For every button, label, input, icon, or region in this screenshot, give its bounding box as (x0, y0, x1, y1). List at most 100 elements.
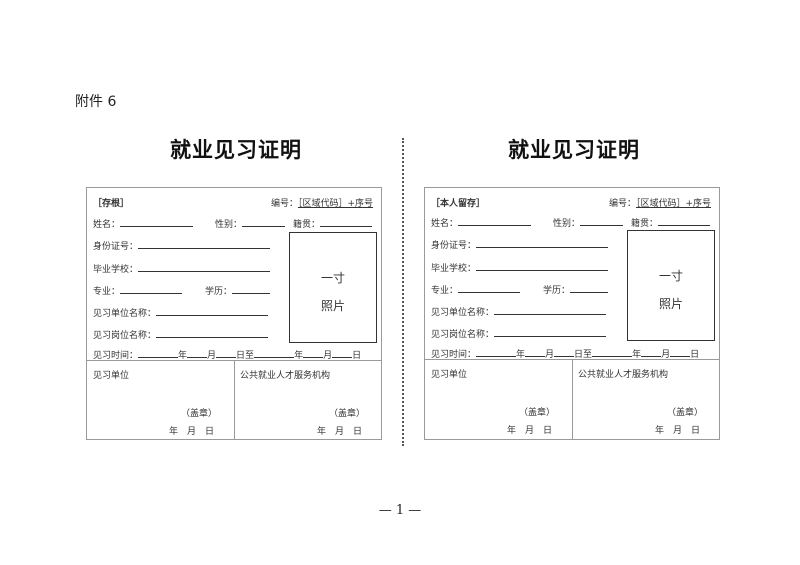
month-label: 月 (545, 350, 555, 360)
origin-blank[interactable] (658, 217, 711, 226)
unit-name-field[interactable]: 见习单位名称： (431, 305, 607, 318)
unit-name-blank[interactable] (494, 306, 607, 315)
unit-seal-label: 见习单位 (93, 371, 130, 381)
year-label: 年 (294, 351, 304, 361)
id-blank[interactable] (138, 240, 271, 249)
school-label: 毕业学校： (93, 265, 139, 275)
period-field[interactable]: 见习时间：年月日至年月日 (93, 348, 361, 361)
origin-label: 籍贯： (631, 219, 659, 229)
year-label: 年 (632, 350, 642, 360)
day-to-label: 日至 (236, 351, 255, 361)
id-field[interactable]: 身份证号： (431, 238, 609, 251)
photo-box: 一寸 照片 (289, 232, 377, 343)
unit-date: 年 月 日 (169, 427, 215, 437)
stub-label: ［存根］ (93, 199, 130, 209)
school-field[interactable]: 毕业学校： (93, 262, 271, 275)
name-label: 姓名： (93, 220, 121, 230)
certificate-title-stub: 就业见习证明 (170, 137, 302, 162)
post-name-label: 见习岗位名称： (431, 330, 495, 340)
agency-seal-label: 公共就业人才服务机构 (240, 371, 331, 381)
photo-size-label: 一寸 (658, 269, 683, 283)
page-number: — 1 — (378, 503, 422, 518)
name-field[interactable]: 姓名： (431, 216, 532, 229)
unit-date: 年 月 日 (507, 426, 553, 436)
origin-field[interactable]: 籍贯： (631, 216, 711, 229)
id-label: 身份证号： (431, 241, 477, 251)
post-name-field[interactable]: 见习岗位名称： (431, 327, 607, 340)
gender-blank[interactable] (580, 217, 624, 226)
code-field: 编号：［区域代码］+序号 (271, 196, 373, 209)
unit-seal-text: （盖章） (519, 408, 556, 418)
post-name-label: 见习岗位名称： (93, 331, 157, 341)
end-year-blank[interactable] (592, 348, 633, 357)
certificate-card-stub: ［存根］ 编号：［区域代码］+序号 姓名： 性别： 籍贯： 身份证号： 毕业学校… (86, 187, 382, 440)
start-month-blank[interactable] (187, 349, 208, 358)
agency-seal-label: 公共就业人才服务机构 (578, 370, 669, 380)
unit-name-blank[interactable] (156, 307, 269, 316)
post-name-blank[interactable] (494, 328, 607, 337)
major-blank[interactable] (458, 284, 521, 293)
code-label: 编号： (270, 199, 298, 209)
agency-seal-text: （盖章） (329, 409, 366, 419)
start-day-blank[interactable] (554, 348, 575, 357)
major-field[interactable]: 专业： (93, 284, 183, 297)
unit-seal-label: 见习单位 (431, 370, 468, 380)
education-blank[interactable] (232, 285, 271, 294)
origin-label: 籍贯： (293, 220, 321, 230)
education-field[interactable]: 学历： (205, 284, 271, 297)
month-label: 月 (207, 351, 217, 361)
education-label: 学历： (205, 287, 233, 297)
unit-name-label: 见习单位名称： (93, 309, 157, 319)
gender-blank[interactable] (242, 218, 286, 227)
gender-label: 性别： (215, 220, 243, 230)
period-field[interactable]: 见习时间：年月日至年月日 (431, 347, 699, 360)
code-field: 编号：［区域代码］+序号 (609, 196, 711, 209)
id-field[interactable]: 身份证号： (93, 239, 271, 252)
perforation-divider (402, 138, 404, 446)
school-blank[interactable] (138, 263, 271, 272)
id-label: 身份证号： (93, 242, 139, 252)
school-field[interactable]: 毕业学校： (431, 261, 609, 274)
start-day-blank[interactable] (216, 349, 237, 358)
origin-blank[interactable] (320, 218, 373, 227)
origin-field[interactable]: 籍贯： (293, 217, 373, 230)
end-year-blank[interactable] (254, 349, 295, 358)
end-day-blank[interactable] (670, 348, 691, 357)
post-name-blank[interactable] (156, 329, 269, 338)
name-blank[interactable] (120, 218, 194, 227)
gender-label: 性别： (553, 219, 581, 229)
period-label: 见习时间： (431, 350, 477, 360)
education-blank[interactable] (570, 284, 609, 293)
month-label: 月 (661, 350, 671, 360)
name-blank[interactable] (458, 217, 532, 226)
education-label: 学历： (543, 286, 571, 296)
column-separator (234, 360, 235, 439)
photo-label: 照片 (320, 299, 345, 313)
education-field[interactable]: 学历： (543, 283, 609, 296)
start-year-blank[interactable] (138, 349, 179, 358)
major-field[interactable]: 专业： (431, 283, 521, 296)
gender-field[interactable]: 性别： (553, 216, 624, 229)
name-field[interactable]: 姓名： (93, 217, 194, 230)
id-blank[interactable] (476, 239, 609, 248)
unit-name-field[interactable]: 见习单位名称： (93, 306, 269, 319)
end-month-blank[interactable] (641, 348, 662, 357)
major-blank[interactable] (120, 285, 183, 294)
post-name-field[interactable]: 见习岗位名称： (93, 328, 269, 341)
major-label: 专业： (431, 286, 459, 296)
day-label: 日 (352, 351, 362, 361)
start-month-blank[interactable] (525, 348, 546, 357)
major-label: 专业： (93, 287, 121, 297)
photo-label: 照片 (658, 297, 683, 311)
photo-size-label: 一寸 (320, 271, 345, 285)
year-label: 年 (516, 350, 526, 360)
school-blank[interactable] (476, 262, 609, 271)
end-month-blank[interactable] (303, 349, 324, 358)
end-day-blank[interactable] (332, 349, 353, 358)
month-label: 月 (323, 351, 333, 361)
unit-seal-text: （盖章） (181, 409, 218, 419)
start-year-blank[interactable] (476, 348, 517, 357)
gender-field[interactable]: 性别： (215, 217, 286, 230)
code-value: ［区域代码］+序号 (635, 199, 711, 209)
agency-seal-text: （盖章） (667, 408, 704, 418)
